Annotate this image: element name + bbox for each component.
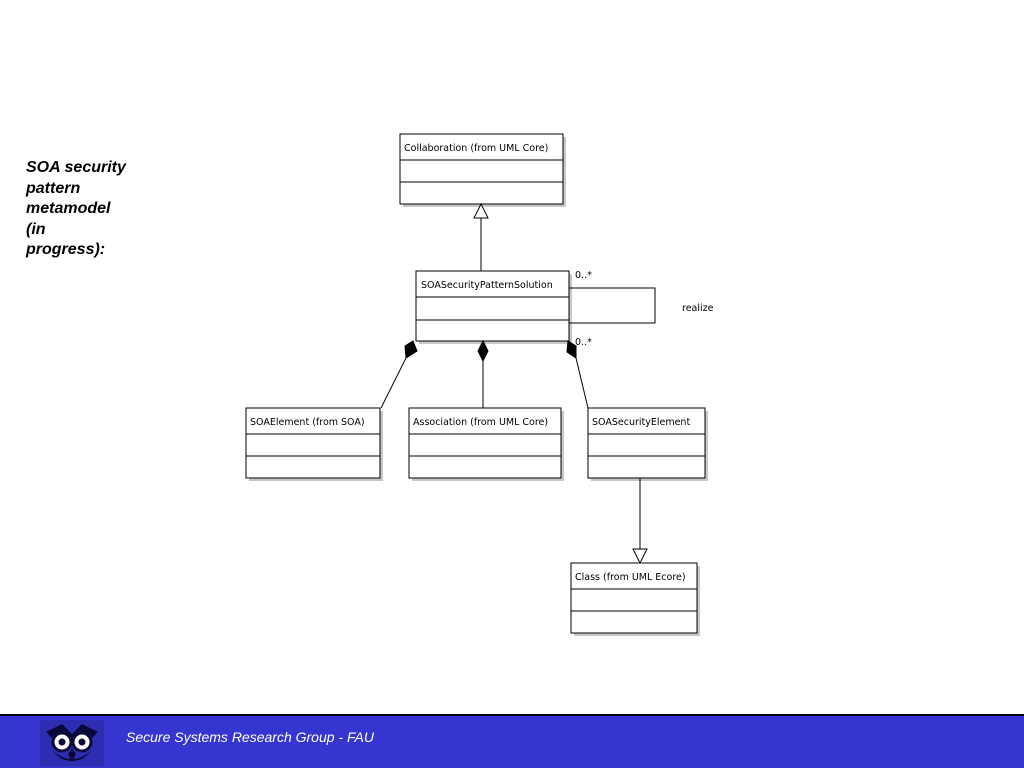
title-line-5: progress): bbox=[26, 241, 106, 258]
class-ecore[interactable]: Class (from UML Ecore) bbox=[570, 562, 700, 636]
class-security-element[interactable]: SOASecurityElement bbox=[587, 407, 708, 481]
class-ecore-name: Class (from UML Ecore) bbox=[575, 572, 686, 583]
generalization-class-ecore bbox=[632, 478, 648, 565]
composition-soa-element bbox=[380, 340, 418, 409]
class-association[interactable]: Association (from UML Core) bbox=[408, 407, 564, 481]
class-association-name: Association (from UML Core) bbox=[413, 417, 548, 428]
composition-association bbox=[477, 339, 489, 408]
class-pattern-solution[interactable]: SOASecurityPatternSolution bbox=[415, 270, 572, 344]
class-collaboration[interactable]: Collaboration (from UML Core) bbox=[399, 133, 566, 207]
composition-security-element bbox=[566, 340, 589, 409]
multiplicity-bottom: 0..* bbox=[575, 337, 592, 348]
multiplicity-top: 0..* bbox=[575, 270, 592, 281]
slide-title: SOA security pattern metamodel (in progr… bbox=[26, 158, 146, 261]
class-collaboration-name: Collaboration (from UML Core) bbox=[404, 143, 548, 154]
realize-self-association: realize 0..* 0..* bbox=[569, 270, 714, 348]
class-soa-element[interactable]: SOAElement (from SOA) bbox=[245, 407, 383, 481]
owl-logo-icon bbox=[40, 720, 104, 766]
class-pattern-solution-name: SOASecurityPatternSolution bbox=[421, 280, 553, 291]
class-soa-element-name: SOAElement (from SOA) bbox=[250, 417, 365, 428]
title-line-2: pattern bbox=[26, 179, 81, 197]
footer-text: Secure Systems Research Group - FAU bbox=[126, 729, 374, 745]
title-line-3: metamodel bbox=[26, 200, 111, 217]
class-security-element-name: SOASecurityElement bbox=[592, 417, 690, 428]
footer-bar: Secure Systems Research Group - FAU bbox=[0, 714, 1024, 768]
uml-diagram: Collaboration (from UML Core) SOASecurit… bbox=[245, 133, 714, 636]
realize-label: realize bbox=[682, 303, 714, 314]
generalization-collaboration bbox=[473, 202, 489, 271]
title-line-4: (in bbox=[26, 220, 46, 238]
title-line-1: SOA security bbox=[26, 159, 126, 176]
